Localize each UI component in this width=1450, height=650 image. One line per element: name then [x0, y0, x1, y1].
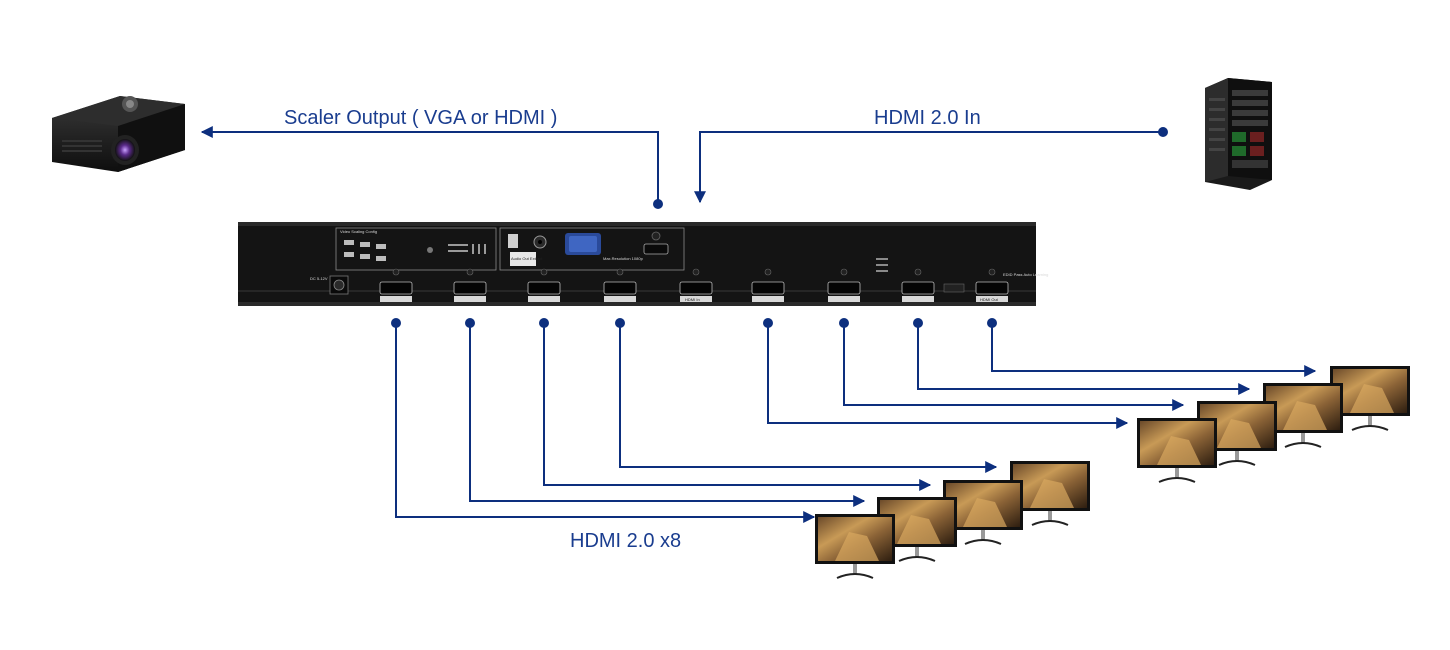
output-connector-8	[987, 318, 1317, 377]
output-connector-2	[465, 318, 866, 507]
output-connector-3	[539, 318, 932, 491]
scaler-output-label: Scaler Output ( VGA or HDMI )	[284, 107, 557, 129]
hdmi-in-label: HDMI 2.0 In	[874, 107, 981, 129]
config-title: Video Scaling Config	[340, 229, 377, 234]
hdmi-port-row: HDMI In HDMI Out	[379, 268, 1009, 302]
monitor-icon	[815, 514, 895, 579]
dc-power-label: DC 5-12V	[310, 276, 328, 281]
output-connector-4	[615, 318, 998, 473]
audio-out-label: Audio Out Extract	[511, 256, 543, 261]
projector-icon	[52, 96, 185, 172]
hdmi-out-port	[603, 268, 637, 302]
hdmi-out-port	[527, 268, 561, 302]
hdmi-in-port: HDMI In	[679, 268, 713, 302]
hdmi-in-port-label: HDMI In	[685, 297, 700, 302]
hdmi-out-label: HDMI 2.0 x8	[570, 530, 681, 552]
vga-resolution-label: Max.Resolution 1080p	[603, 256, 644, 261]
hdmi-out-connectors	[391, 318, 1317, 523]
output-connector-7	[913, 318, 1251, 395]
monitor-group-left	[815, 461, 1090, 579]
output-connector-6	[839, 318, 1185, 411]
output-connector-5	[763, 318, 1129, 429]
hdmi-out-port	[379, 268, 413, 302]
output-connector-1	[391, 318, 816, 523]
monitor-icon	[1010, 461, 1090, 526]
hdmi-out-port	[453, 268, 487, 302]
monitor-icon	[1137, 418, 1217, 483]
scaler-output-connector	[200, 126, 663, 209]
hdmi-out-port	[901, 268, 935, 302]
hdmi-out-port	[827, 268, 861, 302]
matrix-scaler-device: Video Scaling Config Audio Out Extract M…	[238, 222, 1048, 306]
monitor-icon	[1330, 366, 1410, 431]
hdmi-in-connector	[694, 127, 1168, 204]
server-icon	[1205, 78, 1272, 190]
monitor-group-right	[1137, 366, 1410, 483]
hdmi-out-port: HDMI Out	[975, 268, 1009, 302]
hdmi-out-port-label: HDMI Out	[980, 297, 999, 302]
hdmi-out-port	[751, 268, 785, 302]
edid-label: EDID Pass Auto Learning	[1003, 272, 1048, 277]
